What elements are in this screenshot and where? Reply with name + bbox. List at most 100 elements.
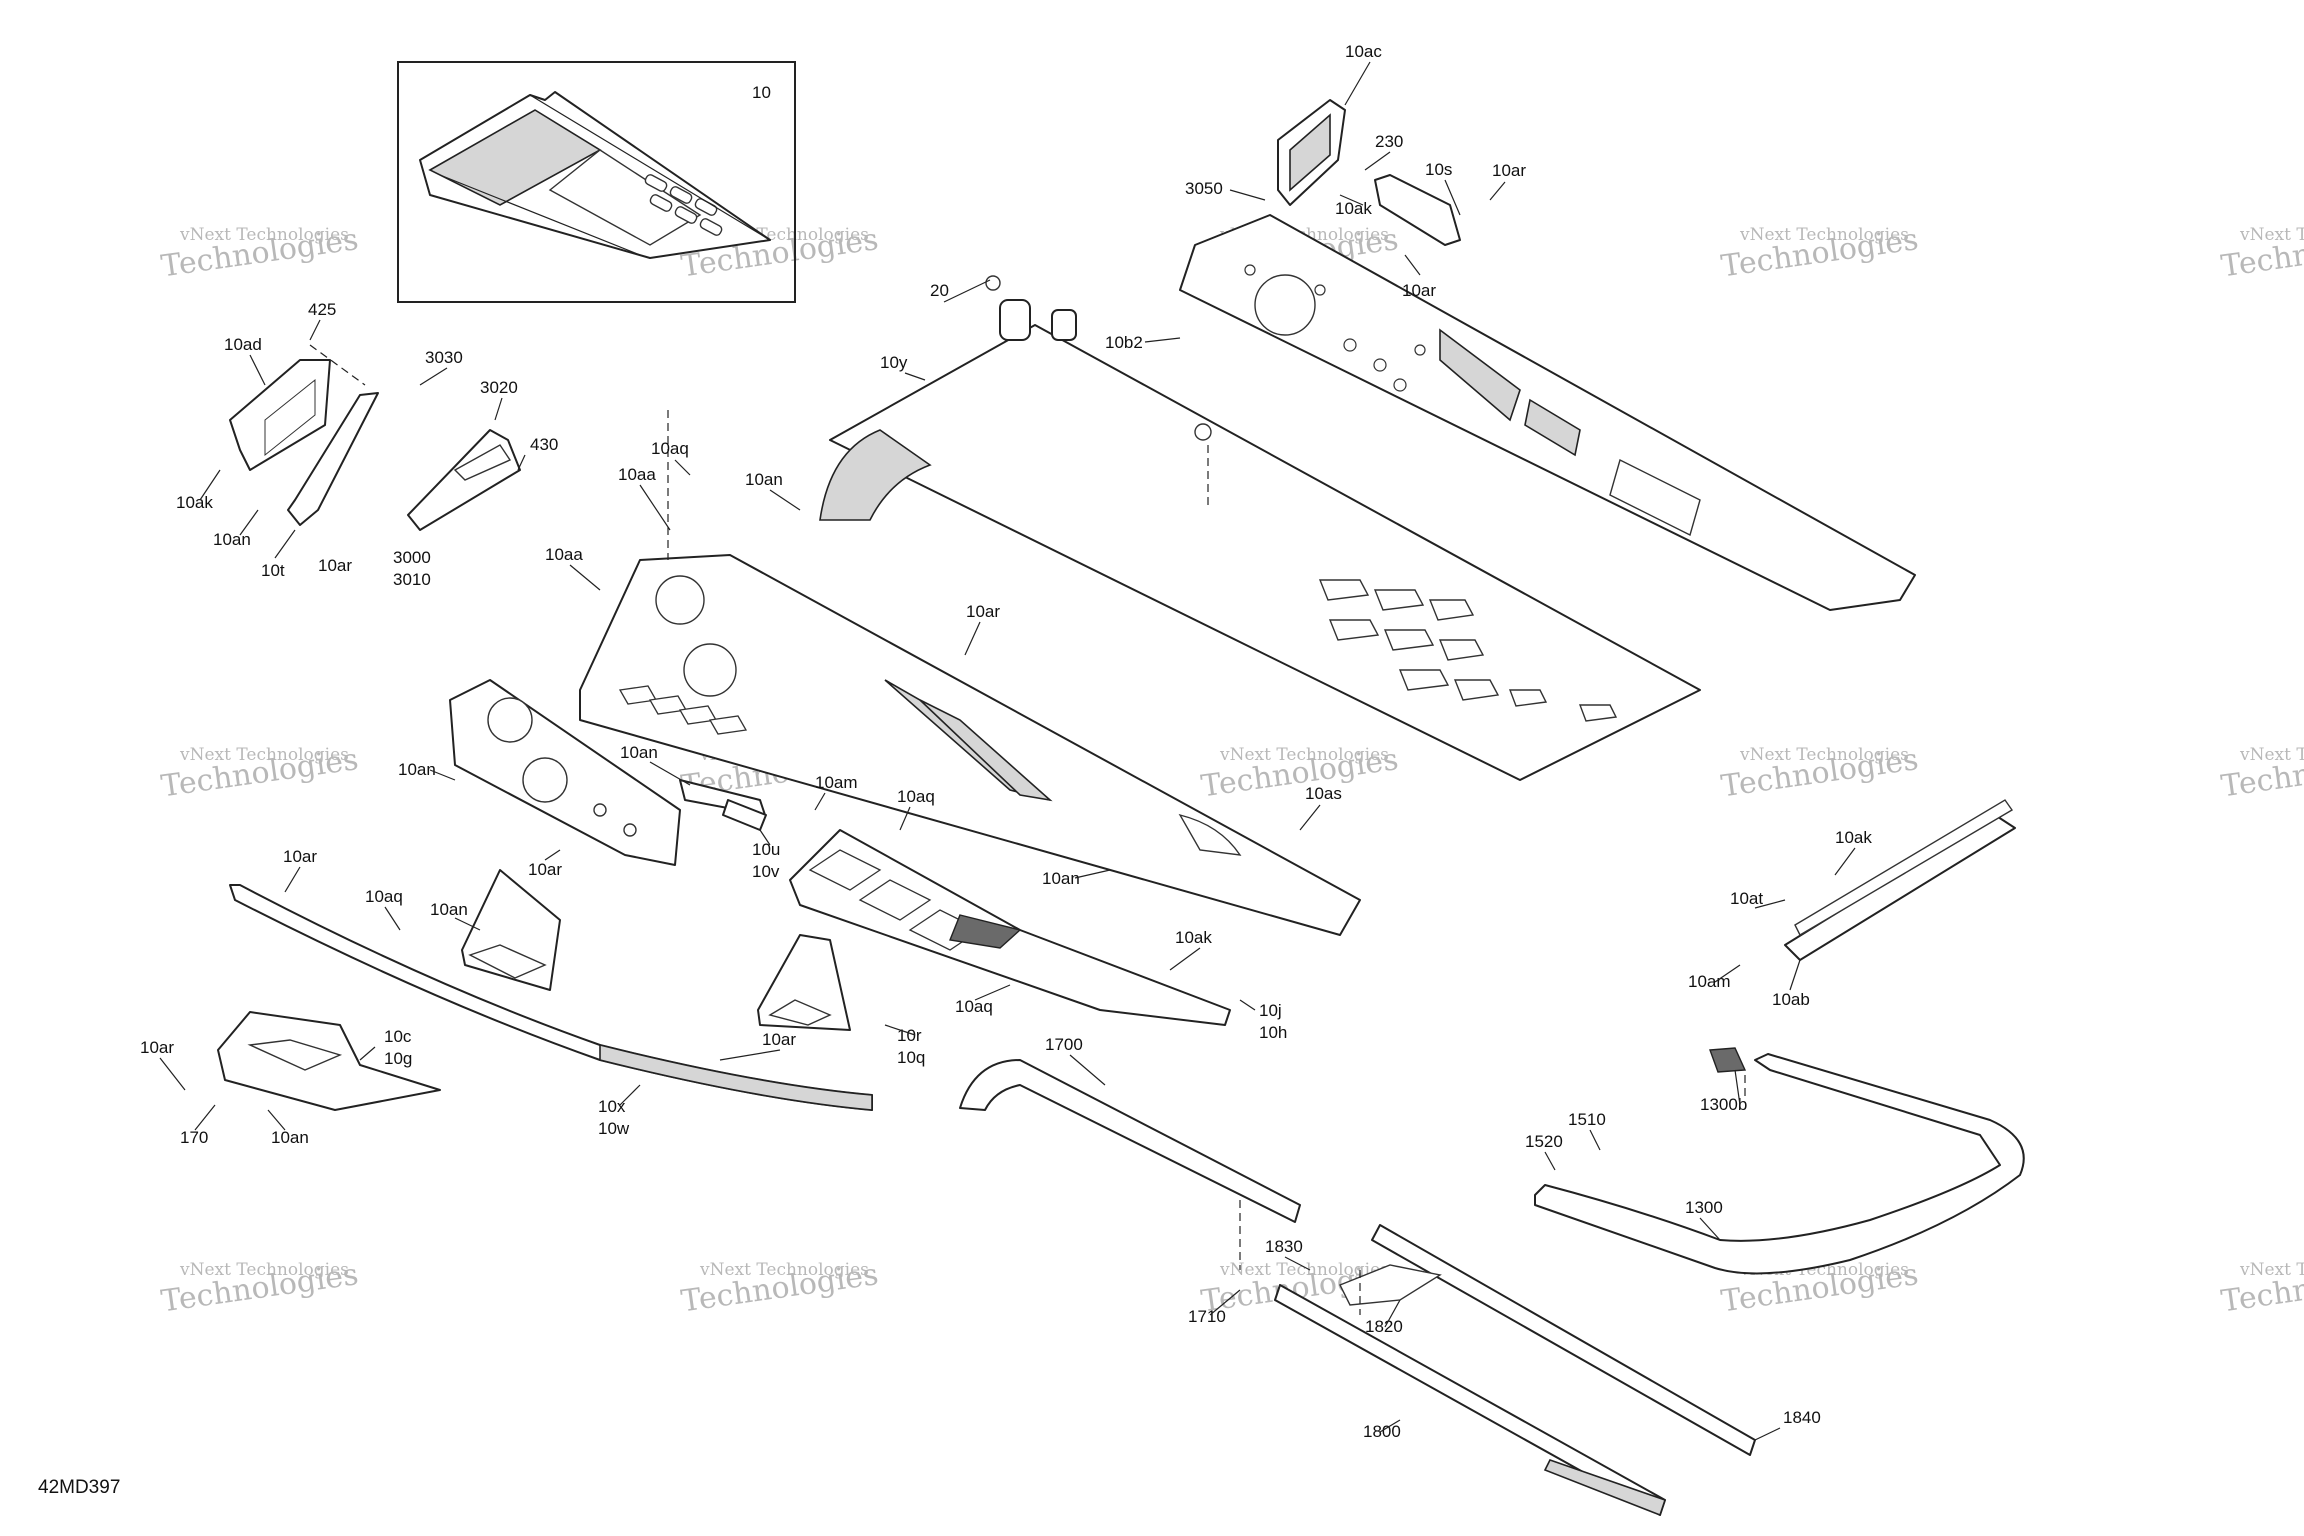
running-board-10x (229, 884, 873, 1111)
callout-1710: 1710 (1188, 1307, 1226, 1326)
assembly-lines (309, 344, 1746, 1315)
leader-line (544, 849, 561, 861)
leader-line (239, 509, 259, 536)
leader-line (419, 367, 448, 386)
leader-line (1384, 1299, 1401, 1328)
leader-line (1789, 959, 1801, 991)
callout-10an: 10an (1042, 869, 1080, 888)
callout-1820: 1820 (1365, 1317, 1403, 1336)
callout-10at: 10at (1730, 889, 1763, 908)
callout-10s: 10s (1425, 160, 1452, 179)
callout-1510: 1510 (1568, 1110, 1606, 1129)
leader-line (1699, 1217, 1721, 1241)
callout-10r: 10r (897, 1026, 922, 1045)
bracket-10c (217, 1011, 441, 1111)
inset-assembly-10 (397, 61, 796, 303)
callout-10j: 10j (1259, 1001, 1282, 1020)
leader-line (1379, 1419, 1401, 1433)
bracket-10r (757, 934, 851, 1031)
strap-10u (679, 779, 767, 831)
callout-10w: 10w (598, 1119, 630, 1138)
leader-line (429, 769, 456, 781)
leader-line (884, 1024, 916, 1036)
callout-425: 425 (308, 300, 336, 319)
leader-line (1239, 999, 1256, 1011)
leader-line (1444, 179, 1461, 216)
callout-10ar: 10ar (1402, 281, 1436, 300)
callout-3020: 3020 (480, 378, 518, 397)
leader-line (1169, 947, 1201, 971)
watermark-text: vNext Technologies (2239, 225, 2304, 245)
leader-line (899, 806, 911, 831)
callout-230: 230 (1375, 132, 1403, 151)
callout-1700: 1700 (1045, 1035, 1083, 1054)
callout-10aq: 10aq (955, 997, 993, 1016)
leader-line (1714, 964, 1741, 983)
callout-10aq: 10aq (365, 887, 403, 906)
watermark-text: vNext Technologies (2239, 1260, 2304, 1280)
leader-line (1209, 1289, 1241, 1316)
leader-line (1229, 189, 1266, 201)
callout-leaders (159, 61, 1856, 1441)
callout-3050: 3050 (1185, 179, 1223, 198)
leader-line (309, 319, 321, 341)
callout-1520: 1520 (1525, 1132, 1563, 1151)
leader-line (1404, 254, 1421, 276)
leader-line (964, 621, 981, 656)
callout-10ak: 10ak (1835, 828, 1872, 847)
callout-10c: 10c (384, 1027, 412, 1046)
callout-20: 20 (930, 281, 949, 300)
skid-1700 (959, 1059, 1301, 1223)
leader-line (769, 489, 801, 511)
callout-10x: 10x (598, 1097, 626, 1116)
callout-10ak: 10ak (1335, 199, 1372, 218)
leader-line (1754, 899, 1786, 909)
callout-10ak: 10ak (176, 493, 213, 512)
footrest-10j (789, 829, 1231, 1026)
leader-line (1284, 1256, 1311, 1271)
leader-line (1364, 151, 1391, 171)
callout-10t: 10t (261, 561, 285, 580)
leader-line (249, 354, 266, 386)
callout-10an: 10an (398, 760, 436, 779)
callout-10y: 10y (880, 353, 908, 372)
callout-170: 170 (180, 1128, 208, 1147)
callout-10ar: 10ar (528, 860, 562, 879)
bracket-left-lower (461, 869, 561, 991)
callout-10v: 10v (752, 862, 780, 881)
callout-10q: 10q (897, 1048, 925, 1067)
callout-10an: 10an (620, 743, 658, 762)
watermark-text: vNext Technologies (2239, 745, 2304, 765)
leader-line (569, 564, 601, 591)
leader-line (974, 984, 1011, 1001)
watermark-text: vNext Technologies (1739, 745, 1909, 765)
watermark-text: vNext Technologies (179, 225, 349, 245)
leader-line (517, 454, 526, 471)
leader-line (159, 1057, 186, 1091)
leader-line (1344, 61, 1371, 106)
leader-line (454, 917, 481, 931)
drawing-code: 42MD397 (38, 1477, 120, 1498)
callout-1300b: 1300b (1700, 1095, 1747, 1114)
leader-line (1299, 804, 1321, 831)
callout-430: 430 (530, 435, 558, 454)
leader-line (1074, 869, 1111, 879)
rail-upper-right (1179, 214, 1916, 611)
leader-line (1069, 1054, 1106, 1086)
callout-10g: 10g (384, 1049, 412, 1068)
watermark-text: vNext Technologies (1739, 225, 1909, 245)
bracket-10ad (229, 359, 331, 471)
callout-10an: 10an (271, 1128, 309, 1147)
callout-10ar: 10ar (762, 1030, 796, 1049)
leader-line (639, 484, 671, 531)
bumper-1300 (1534, 1047, 2025, 1275)
skid-1820 (1339, 1224, 1756, 1456)
callout-10am: 10am (815, 773, 858, 792)
leader-line (719, 1049, 781, 1061)
leader-line (674, 459, 691, 476)
watermark-text: vNext Technologies (179, 745, 349, 765)
leader-line (649, 761, 691, 786)
leader-line (267, 1109, 286, 1131)
callout-10aq: 10aq (651, 439, 689, 458)
